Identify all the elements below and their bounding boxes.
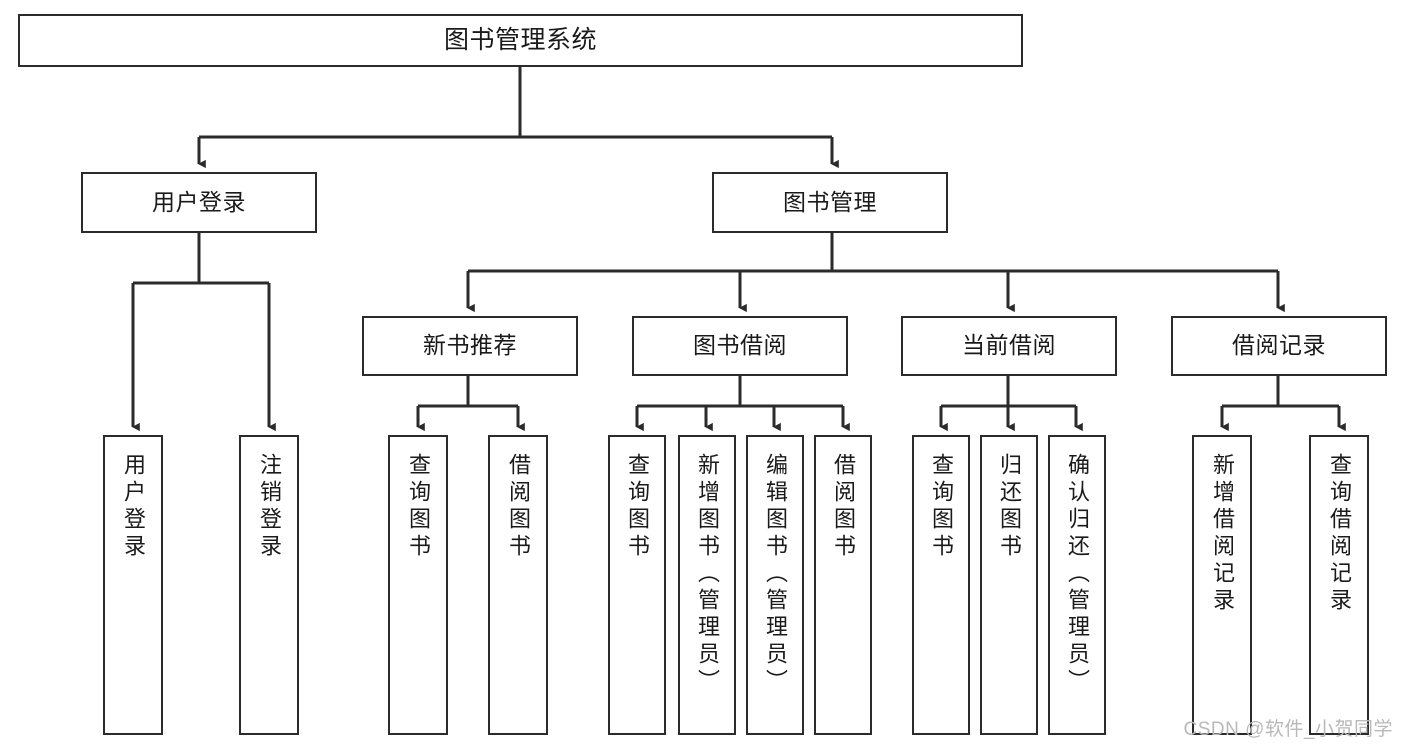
node-leaf-borrow-book-recommend[interactable]: 借阅图书	[488, 435, 548, 735]
node-leaf-query-book-recommend[interactable]: 查询图书	[388, 435, 448, 735]
node-label: 借阅图书	[831, 453, 856, 561]
node-label: 用户登录	[121, 453, 146, 561]
node-leaf-add-borrow-record[interactable]: 新增借阅记录	[1192, 435, 1252, 735]
node-label: 借阅图书	[506, 453, 531, 561]
node-label: 新增图书（管理员）	[695, 453, 720, 696]
node-book-borrow[interactable]: 图书借阅	[632, 316, 848, 376]
node-current-borrow[interactable]: 当前借阅	[901, 316, 1117, 376]
node-label: 当前借阅	[962, 332, 1056, 359]
node-leaf-query-book-borrow[interactable]: 查询图书	[608, 435, 666, 735]
node-book-management[interactable]: 图书管理	[712, 172, 948, 233]
node-leaf-query-borrow-record[interactable]: 查询借阅记录	[1309, 435, 1369, 735]
node-root-book-management-system[interactable]: 图书管理系统	[18, 14, 1023, 67]
node-label: 查询图书	[406, 453, 431, 561]
node-label: 查询图书	[625, 453, 650, 561]
node-borrow-record[interactable]: 借阅记录	[1171, 316, 1387, 376]
node-label: 图书管理系统	[443, 25, 597, 54]
node-new-book-recommend[interactable]: 新书推荐	[362, 316, 578, 376]
node-label: 用户登录	[152, 188, 246, 215]
node-label: 编辑图书（管理员）	[763, 453, 788, 696]
node-label: 图书借阅	[693, 332, 787, 359]
node-leaf-user-login[interactable]: 用户登录	[103, 435, 163, 735]
node-user-login[interactable]: 用户登录	[81, 172, 317, 233]
watermark-text: CSDN @软件_小贺同学	[1183, 719, 1393, 740]
node-label: 图书管理	[783, 188, 877, 215]
node-leaf-borrow-book[interactable]: 借阅图书	[814, 435, 872, 735]
node-label: 新书推荐	[423, 332, 517, 359]
node-leaf-confirm-return[interactable]: 确认归还（管理员）	[1048, 435, 1106, 735]
node-leaf-return-book[interactable]: 归还图书	[980, 435, 1038, 735]
node-label: 归还图书	[997, 453, 1022, 561]
node-label: 查询借阅记录	[1327, 453, 1352, 615]
node-leaf-user-logout[interactable]: 注销登录	[239, 435, 299, 735]
node-label: 借阅记录	[1232, 332, 1326, 359]
node-label: 新增借阅记录	[1210, 453, 1235, 615]
node-leaf-edit-book[interactable]: 编辑图书（管理员）	[746, 435, 804, 735]
node-label: 确认归还（管理员）	[1065, 453, 1090, 696]
node-leaf-query-book-current[interactable]: 查询图书	[912, 435, 970, 735]
node-leaf-add-book[interactable]: 新增图书（管理员）	[678, 435, 736, 735]
node-label: 注销登录	[257, 453, 282, 561]
node-label: 查询图书	[929, 453, 954, 561]
